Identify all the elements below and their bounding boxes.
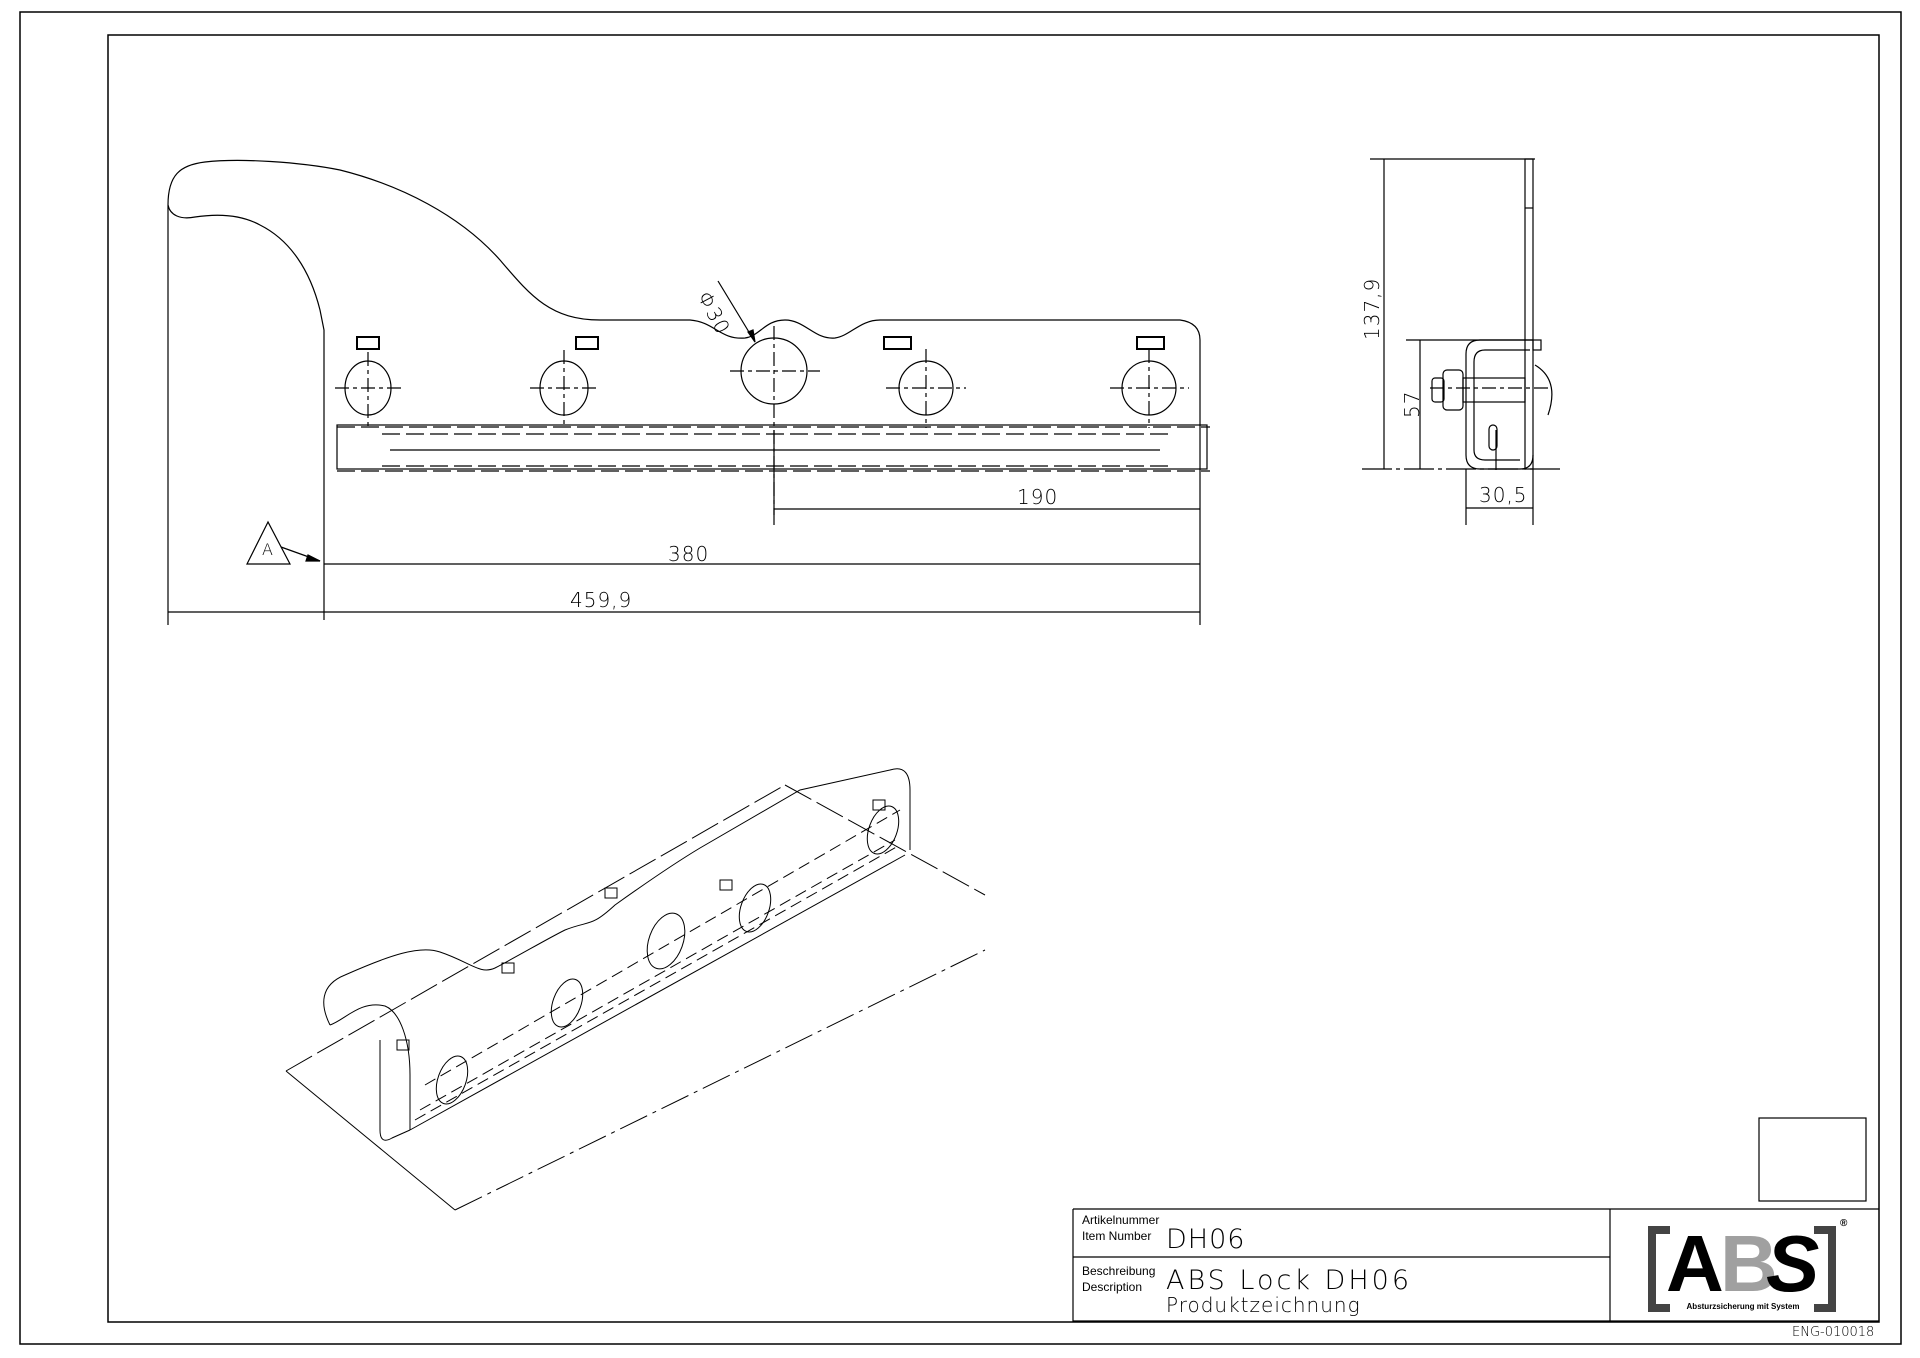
logo-bracket-right-top [1814,1226,1836,1234]
logo-bracket-left [1648,1226,1656,1312]
logo-bracket-left-top [1648,1226,1670,1234]
logo-bracket-right-bottom [1814,1304,1836,1312]
description-label-de: Beschreibung [1082,1264,1156,1278]
description-label-en: Description [1082,1280,1143,1294]
item-number-label-en: Item Number [1082,1229,1152,1243]
dim-380: 380 [668,542,710,566]
revision-box [1758,1117,1867,1202]
logo-tagline: Absturzsicherung mit System [1686,1302,1800,1311]
title-block [1072,1117,1879,1322]
dim-30-5: 30,5 [1479,483,1528,507]
hole [883,336,966,428]
hole [335,336,402,428]
logo-registered: ® [1840,1218,1848,1229]
hole-large [730,326,820,515]
hole [530,336,599,428]
abs-logo: ® A B S Absturzsicherung mit System [1640,1218,1860,1316]
dim-190: 190 [1017,485,1059,509]
drawing-number: ENG-010018 [1792,1325,1875,1340]
hole [1110,336,1189,428]
dim-459-9: 459,9 [570,588,633,612]
isometric-view [285,768,986,1211]
outer-border [19,11,1902,1345]
description-value: ABS Lock DH06 [1166,1265,1412,1296]
datum-label: A [262,540,274,559]
logo-bracket-left-bottom [1648,1304,1670,1312]
logo-letter-a: A [1666,1219,1724,1308]
item-number-label-de: Artikelnummer [1082,1213,1160,1227]
logo-bracket-right [1828,1226,1836,1312]
inner-border [107,34,1880,1323]
logo-letter-b: B [1720,1219,1778,1308]
side-view [1362,158,1560,525]
front-view [167,159,1210,625]
description-subtitle: Produktzeichnung [1166,1293,1361,1317]
dim-57: 57 [1400,390,1424,418]
dim-137-9: 137,9 [1360,277,1384,340]
logo-letter-s: S [1766,1219,1820,1308]
item-number-value: DH06 [1166,1224,1246,1255]
